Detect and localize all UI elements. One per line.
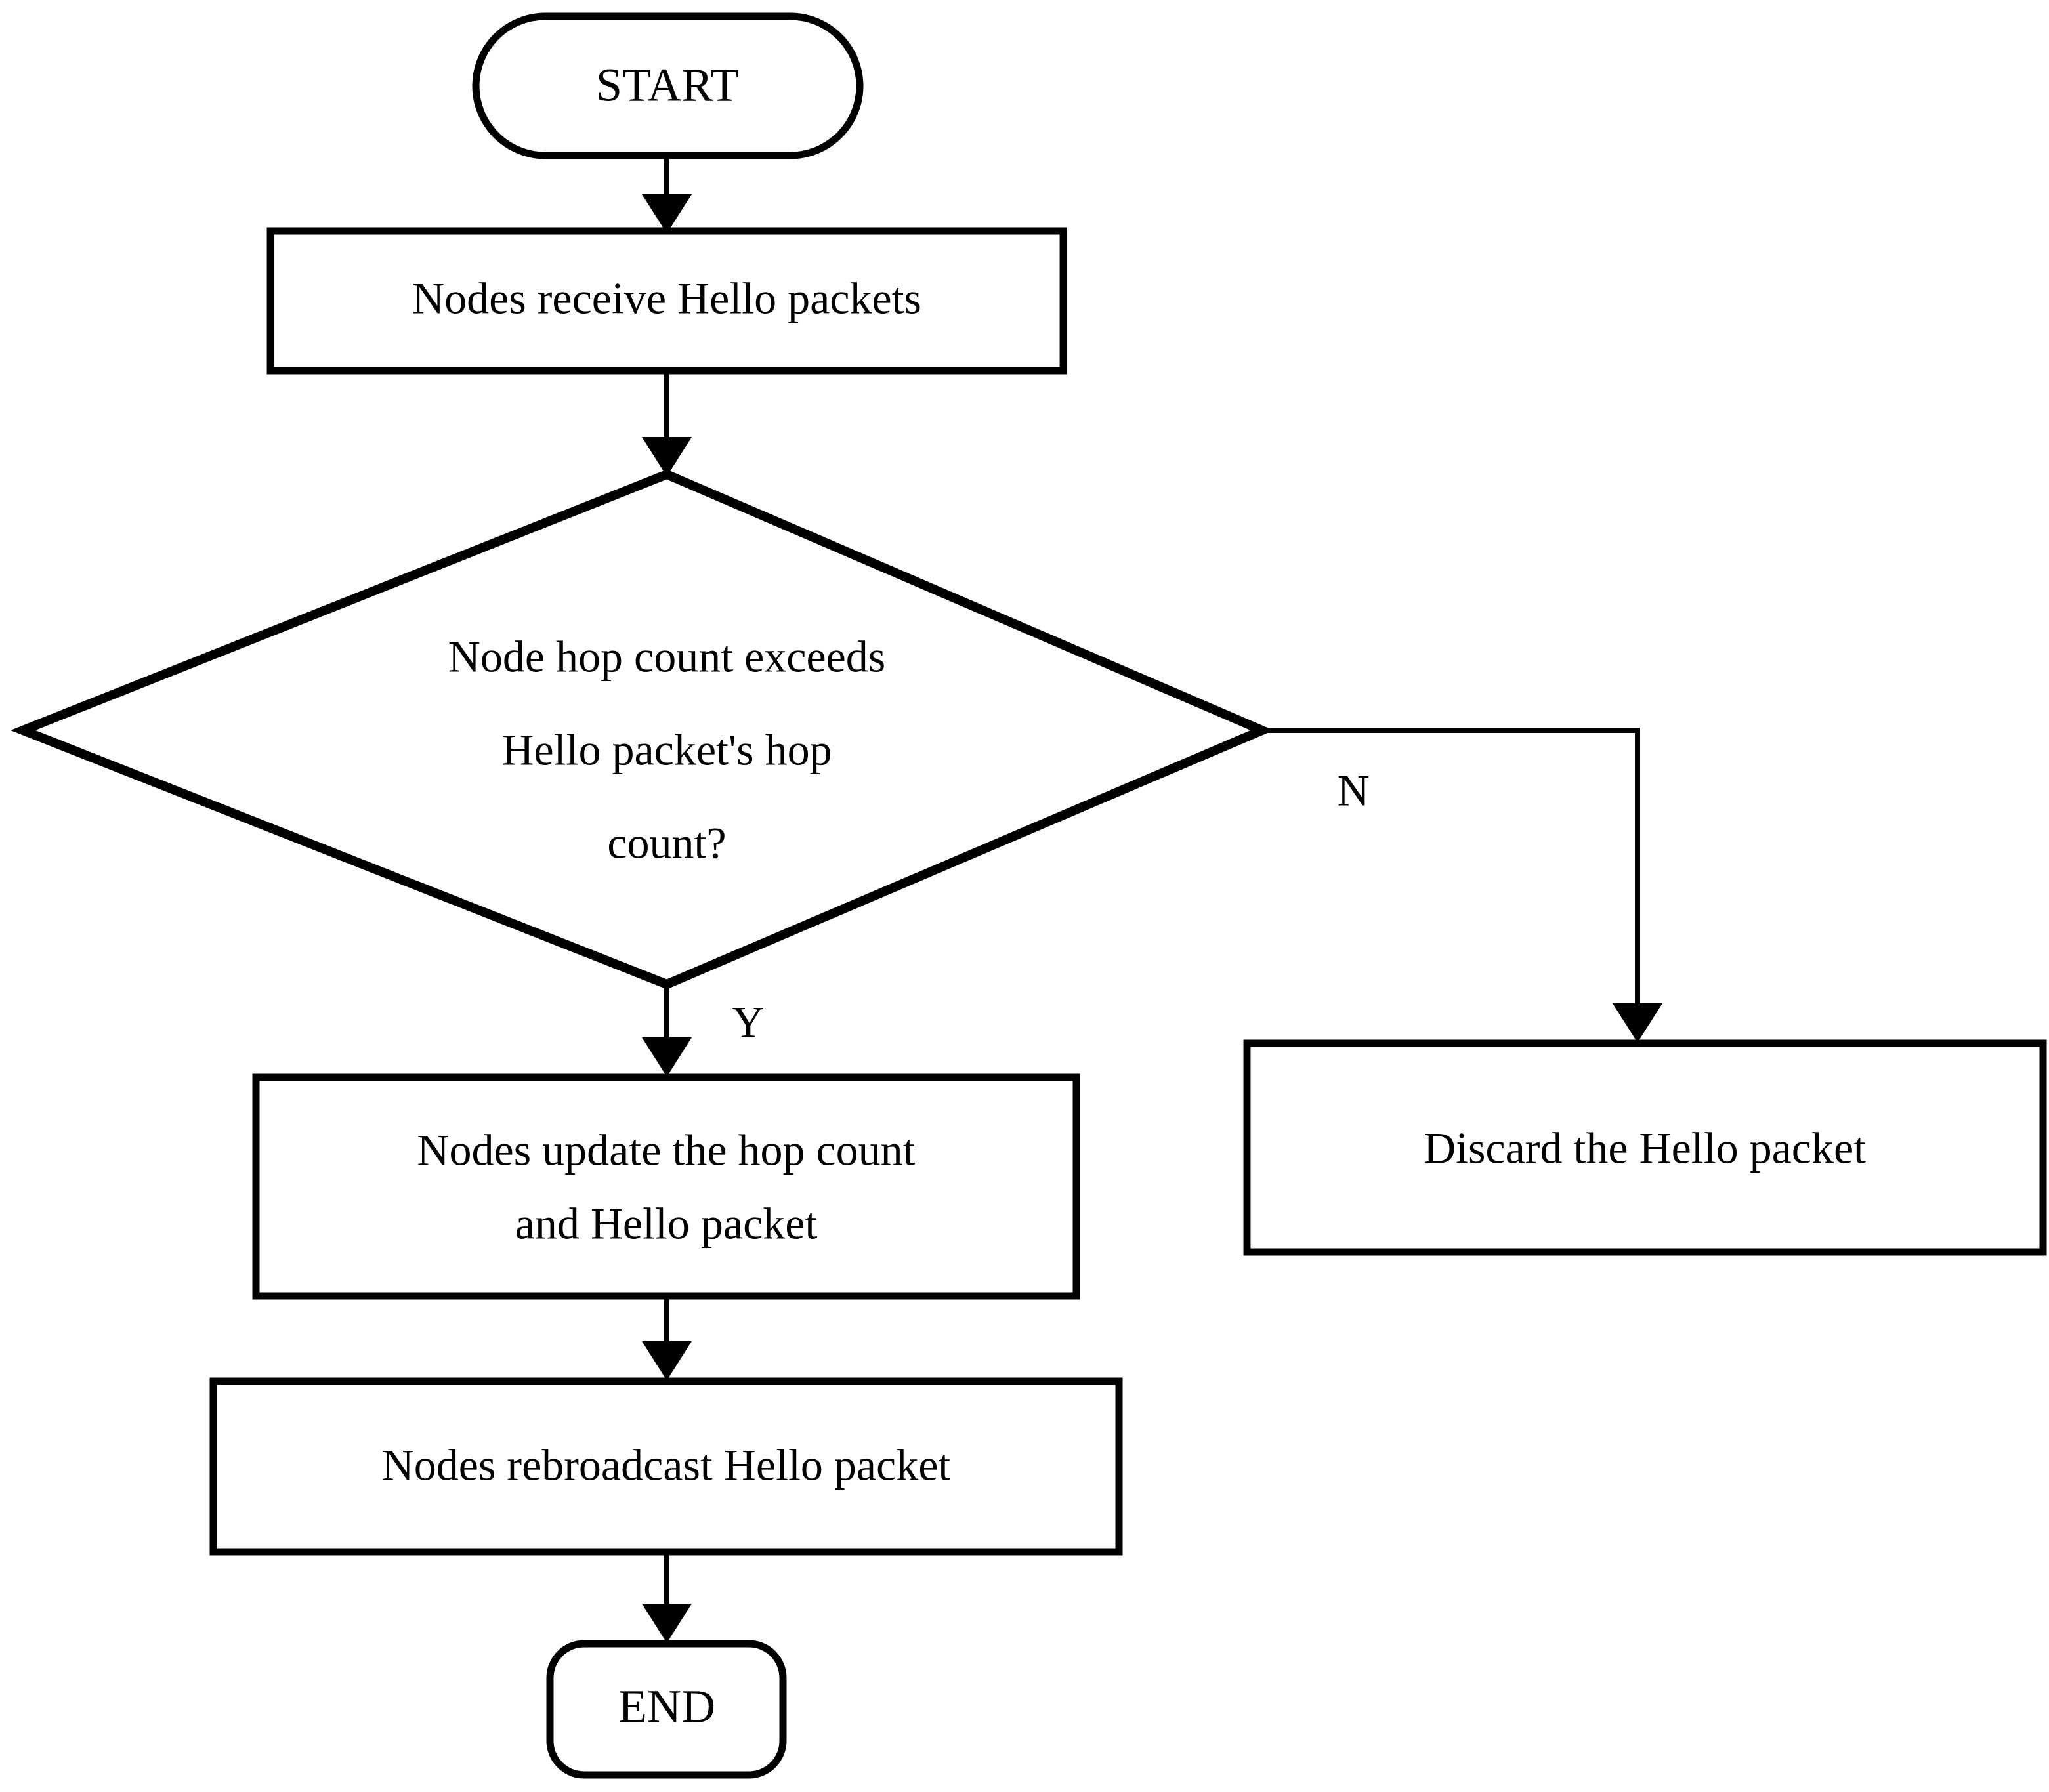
decision-label-line-2: Hello packet's hop xyxy=(501,725,832,775)
rebroadcast-hello-packet-label: Nodes rebroadcast Hello packet xyxy=(382,1440,951,1490)
end-label: END xyxy=(618,1680,715,1733)
edge-start-to-receive xyxy=(642,156,692,234)
rebroadcast-hello-packet-shape xyxy=(209,1377,1123,1556)
start-label: START xyxy=(596,59,739,112)
node-update-hop-count[interactable]: Nodes update the hop count and Hello pac… xyxy=(252,1073,1080,1300)
discard-hello-packet-shape xyxy=(1243,1039,2047,1256)
update-hop-count-shape xyxy=(252,1073,1080,1300)
decision-label-line-1: Node hop count exceeds xyxy=(448,632,886,682)
receive-hello-packets-label: Nodes receive Hello packets xyxy=(412,274,921,323)
discard-hello-packet-label: Discard the Hello packet xyxy=(1424,1123,1866,1173)
edge-decision-yes-to-update xyxy=(642,984,692,1077)
node-start[interactable]: START xyxy=(472,12,864,159)
edge-rebroadcast-to-end xyxy=(642,1552,692,1643)
receive-hello-packets-shape xyxy=(266,227,1067,375)
edge-decision-no-to-discard xyxy=(1262,728,1662,1043)
branch-label-no: N xyxy=(1337,766,1369,816)
end-shape xyxy=(546,1640,787,1779)
node-rebroadcast-hello-packet[interactable]: Nodes rebroadcast Hello packet xyxy=(209,1377,1123,1556)
update-hop-count-label-line-2: and Hello packet xyxy=(515,1199,818,1249)
update-hop-count-label-line-1: Nodes update the hop count xyxy=(417,1125,915,1175)
node-decision-hop-count[interactable]: Node hop count exceeds Hello packet's ho… xyxy=(10,469,1274,990)
decision-label-line-3: count? xyxy=(607,818,726,868)
node-receive-hello-packets[interactable]: Nodes receive Hello packets xyxy=(266,227,1067,375)
node-discard-hello-packet[interactable]: Discard the Hello packet xyxy=(1243,1039,2047,1256)
node-end[interactable]: END xyxy=(546,1640,787,1779)
start-shape xyxy=(472,12,864,159)
branch-label-yes: Y xyxy=(732,997,764,1047)
decision-hop-count-shape xyxy=(10,469,1274,990)
edge-receive-to-decision xyxy=(642,371,692,476)
edge-update-to-rebroadcast xyxy=(642,1296,692,1381)
